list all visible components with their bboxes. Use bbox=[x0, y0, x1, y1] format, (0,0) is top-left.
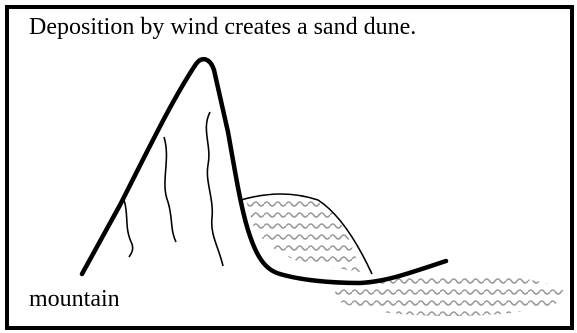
mountain-ridge-line bbox=[205, 111, 224, 267]
diagram-caption: Deposition by wind creates a sand dune. bbox=[29, 14, 417, 40]
sand-dune-outline bbox=[240, 193, 373, 275]
mountain-ridge-line bbox=[123, 199, 134, 258]
mountain-outline bbox=[79, 56, 449, 286]
mountain-ridge-line bbox=[163, 136, 177, 243]
ground-sand-patch bbox=[334, 274, 566, 316]
dune-sand-pattern bbox=[246, 196, 360, 272]
mountain-label: mountain bbox=[29, 286, 120, 312]
